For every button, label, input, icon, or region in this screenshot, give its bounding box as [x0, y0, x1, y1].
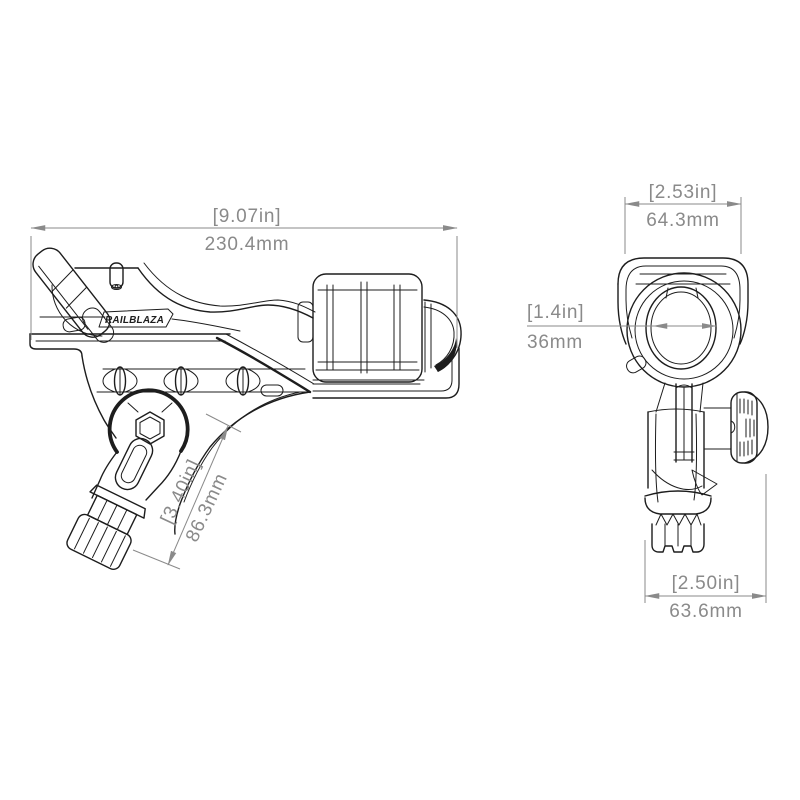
side-knob — [703, 391, 769, 464]
dim-inner-diameter-mm: 36mm — [527, 332, 583, 353]
rear-hook — [423, 299, 462, 373]
dim-overall-length: [9.07in] 230.4mm — [30, 206, 458, 348]
pin — [109, 262, 124, 290]
adjustment-slot — [114, 437, 154, 491]
dim-overall-width-mm: 64.3mm — [646, 210, 719, 231]
dim-overall-length-inches: [9.07in] — [213, 206, 282, 227]
wing-bolt — [102, 366, 138, 396]
rod-tube-ring — [626, 272, 742, 388]
dim-overall-length-mm: 230.4mm — [205, 234, 290, 255]
side-view: RAILBLAZA — [29, 206, 462, 570]
top-cap — [617, 257, 749, 345]
track-slot — [260, 384, 284, 397]
dim-inner-diameter-inches: [1.4in] — [527, 302, 584, 323]
dim-overall-width-inches: [2.53in] — [649, 182, 718, 203]
dim-overall-width: [2.53in] 64.3mm — [624, 182, 742, 254]
dim-base-width-mm: 63.6mm — [669, 601, 742, 622]
lower-band — [312, 347, 460, 399]
rod-rest-paddle — [32, 247, 115, 343]
dim-inner-diameter: [1.4in] 36mm — [527, 302, 717, 353]
brand-logo-text: RAILBLAZA — [105, 315, 164, 326]
front-view: [2.53in] 64.3mm [1.4in] 36mm [2.50in] 63… — [527, 182, 769, 622]
mount-stem-knob — [66, 484, 146, 570]
bolt-track — [96, 366, 311, 397]
ring-tab — [626, 355, 647, 374]
mount-body — [647, 382, 718, 503]
dim-base-width: [2.50in] 63.6mm — [644, 474, 767, 622]
star-base — [644, 490, 712, 553]
wing-bolt — [163, 366, 199, 396]
rod-clamp-block — [297, 273, 425, 383]
upper-body-profile — [39, 262, 316, 332]
dim-base-width-inches: [2.50in] — [672, 573, 741, 594]
wing-bolt — [225, 366, 261, 396]
brand-logo-plate: RAILBLAZA — [98, 308, 174, 328]
rail-band — [29, 333, 315, 439]
